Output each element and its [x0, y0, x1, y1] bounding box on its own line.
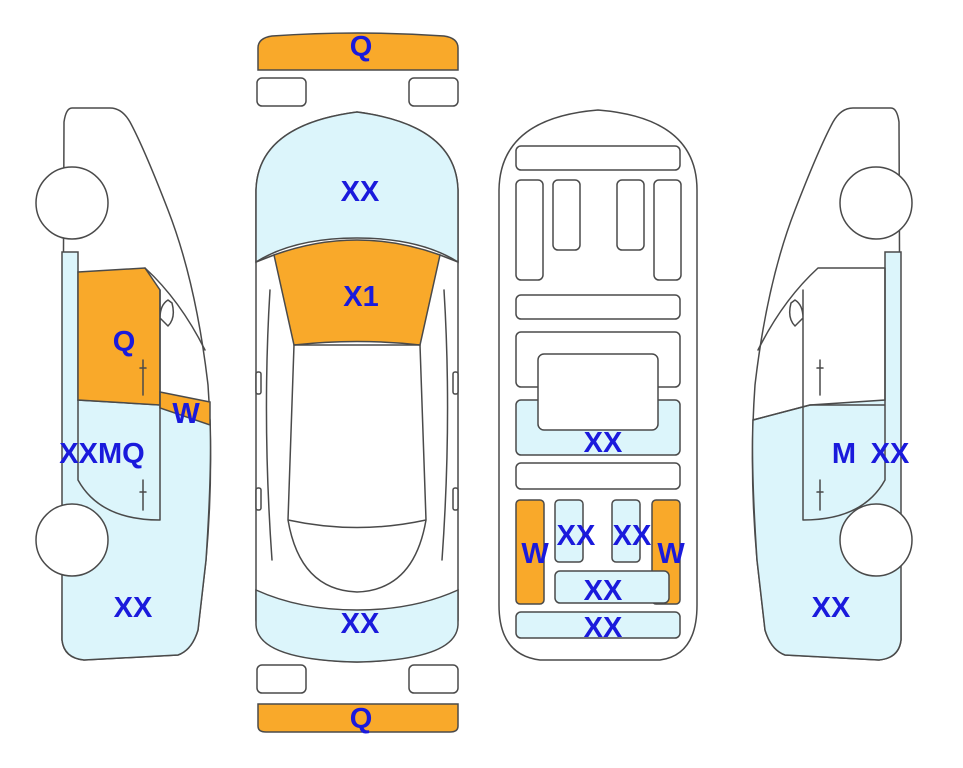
- rear-left-light: [256, 664, 307, 694]
- hood-panel: [255, 111, 459, 264]
- under-engine-box: [537, 353, 659, 431]
- front-left-light: [256, 77, 307, 107]
- rear-area-label: XX: [341, 608, 380, 640]
- under-inner-left-panel: [554, 499, 584, 563]
- under-bottom-panel: [515, 611, 681, 639]
- left-window-label: W: [172, 398, 200, 430]
- under-inner-right-label: XX: [613, 520, 652, 552]
- rear-right-handle: [452, 487, 459, 511]
- windshield-label: X1: [343, 281, 378, 313]
- roof-outline: [255, 254, 459, 593]
- under-right-short: [616, 179, 645, 251]
- under-lower-center-label: XX: [584, 575, 623, 607]
- right-rear-wheel: [839, 503, 913, 577]
- under-left-short: [552, 179, 581, 251]
- under-center-label: XX: [584, 427, 623, 459]
- rear-area-panel: [255, 588, 459, 663]
- under-front-bar: [515, 145, 681, 171]
- left-rear-label: XX: [114, 592, 153, 624]
- right-code-xx-label: XX: [871, 438, 910, 470]
- under-left-rail-label: W: [521, 538, 549, 570]
- right-rear-label: XX: [812, 592, 851, 624]
- front-right-light: [408, 77, 459, 107]
- under-left-rail: [515, 499, 545, 605]
- rear-right-light: [408, 664, 459, 694]
- under-bottom-label: XX: [584, 612, 623, 644]
- under-left-long: [515, 179, 544, 281]
- rear-bumper-label: Q: [350, 703, 373, 735]
- hood-label: XX: [341, 176, 380, 208]
- left-side-view: Q W XXMQ XX: [35, 107, 212, 661]
- rear-left-handle: [255, 487, 262, 511]
- under-lower-center-panel: [554, 570, 670, 604]
- left-rear-wheel: [35, 503, 109, 577]
- rear-bumper-panel: [257, 703, 459, 733]
- left-side-code-label: XXMQ: [59, 438, 144, 470]
- under-right-rail-label: W: [657, 538, 685, 570]
- front-bumper-panel: [257, 32, 459, 71]
- right-side-view: M XX XX: [751, 107, 913, 661]
- under-mid-bar: [515, 294, 681, 320]
- left-front-wheel: [35, 166, 109, 240]
- right-door-lines: [752, 267, 886, 521]
- under-lower-bar: [515, 462, 681, 490]
- front-bumper-label: Q: [350, 31, 373, 63]
- top-view: Q XX X1 XX Q: [255, 31, 459, 735]
- under-inner-right-panel: [611, 499, 641, 563]
- right-code-m-label: M: [832, 438, 856, 470]
- front-left-mirror: [255, 371, 262, 395]
- right-front-wheel: [839, 166, 913, 240]
- front-right-mirror: [452, 371, 459, 395]
- underside-view: XX W XX XX W XX XX: [498, 109, 698, 661]
- left-door-lines: [77, 267, 206, 521]
- left-door-label: Q: [113, 326, 136, 358]
- under-inner-left-label: XX: [557, 520, 596, 552]
- under-right-long: [653, 179, 682, 281]
